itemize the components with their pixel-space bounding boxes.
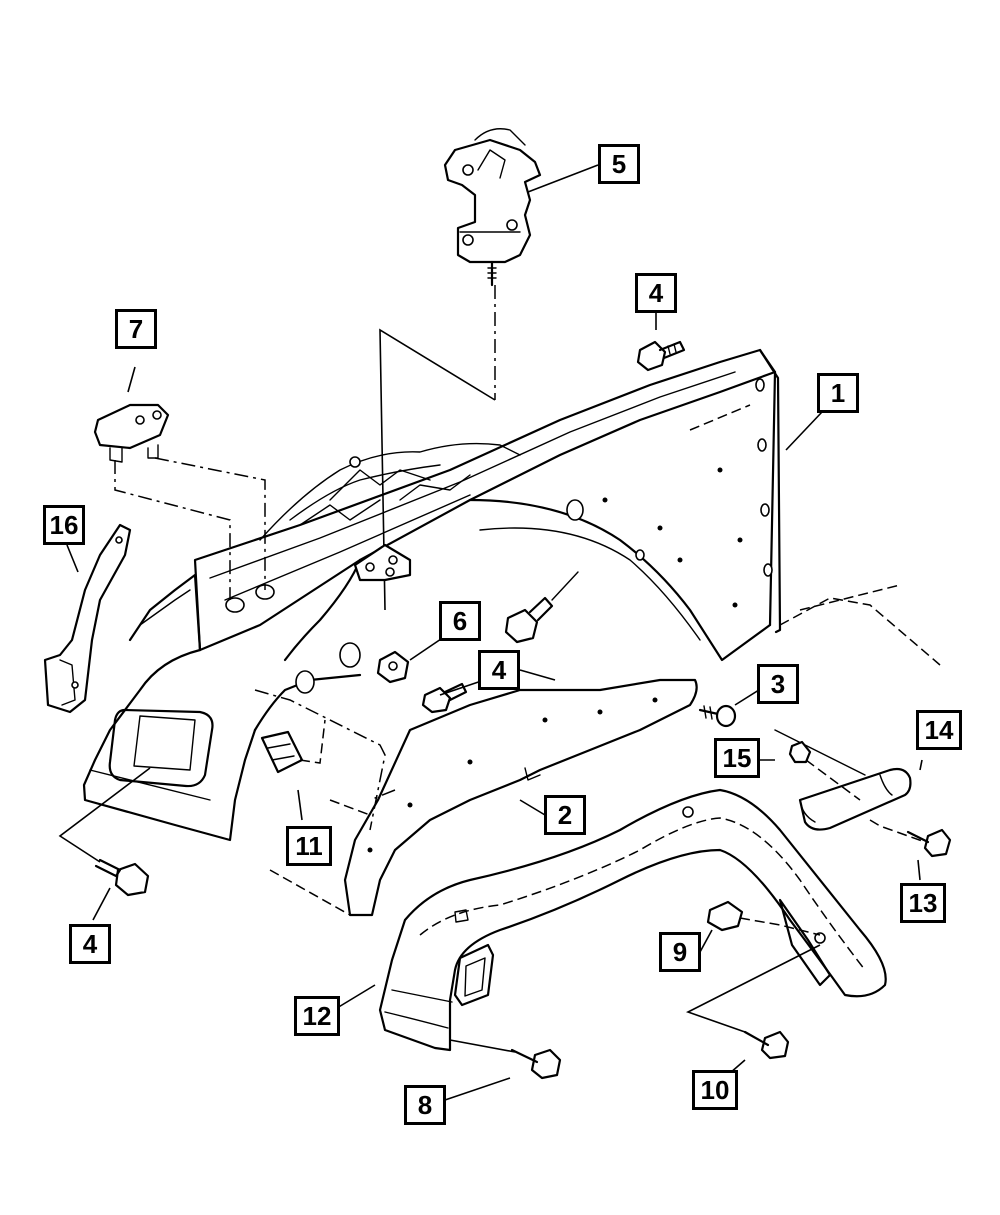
callout-15[interactable]: 15: [714, 738, 760, 778]
bolt-flare: [449, 1039, 562, 1080]
bolt-arch: [504, 571, 579, 644]
callout-16[interactable]: 16: [43, 505, 85, 545]
bolt-flare-rear: [685, 944, 821, 1060]
callout-3[interactable]: 3: [757, 664, 799, 704]
callout-10[interactable]: 10: [692, 1070, 738, 1110]
splash-shield: [343, 678, 698, 917]
bolt-lower-left: [58, 767, 151, 897]
callout-4-lower[interactable]: 4: [69, 924, 111, 964]
nut: [376, 650, 410, 684]
callout-2[interactable]: 2: [544, 795, 586, 835]
cowl-area: [259, 442, 521, 541]
callout-14[interactable]: 14: [916, 710, 962, 750]
callout-11[interactable]: 11: [286, 826, 332, 866]
callout-12[interactable]: 12: [294, 996, 340, 1036]
bolt-upper: [636, 340, 686, 372]
grommet-upper: [788, 740, 861, 801]
fender-flare: [378, 788, 887, 1052]
fender-panel: [82, 348, 941, 842]
callout-4-mid[interactable]: 4: [478, 650, 520, 690]
callout-8[interactable]: 8: [404, 1085, 446, 1125]
callout-7[interactable]: 7: [115, 309, 157, 349]
callout-6[interactable]: 6: [439, 601, 481, 641]
hood-bumper: [93, 403, 266, 600]
clip: [260, 719, 326, 774]
hood-latch: [353, 128, 542, 611]
callout-1[interactable]: 1: [817, 373, 859, 413]
grommet-lower: [706, 900, 821, 936]
callout-5[interactable]: 5: [598, 144, 640, 184]
callout-9[interactable]: 9: [659, 932, 701, 972]
screw: [698, 704, 737, 728]
callout-4-upper[interactable]: 4: [635, 273, 677, 313]
screw-rear: [869, 819, 952, 858]
fender-bracket: [43, 523, 132, 714]
callout-13[interactable]: 13: [900, 883, 946, 923]
trim-piece: [774, 729, 912, 831]
